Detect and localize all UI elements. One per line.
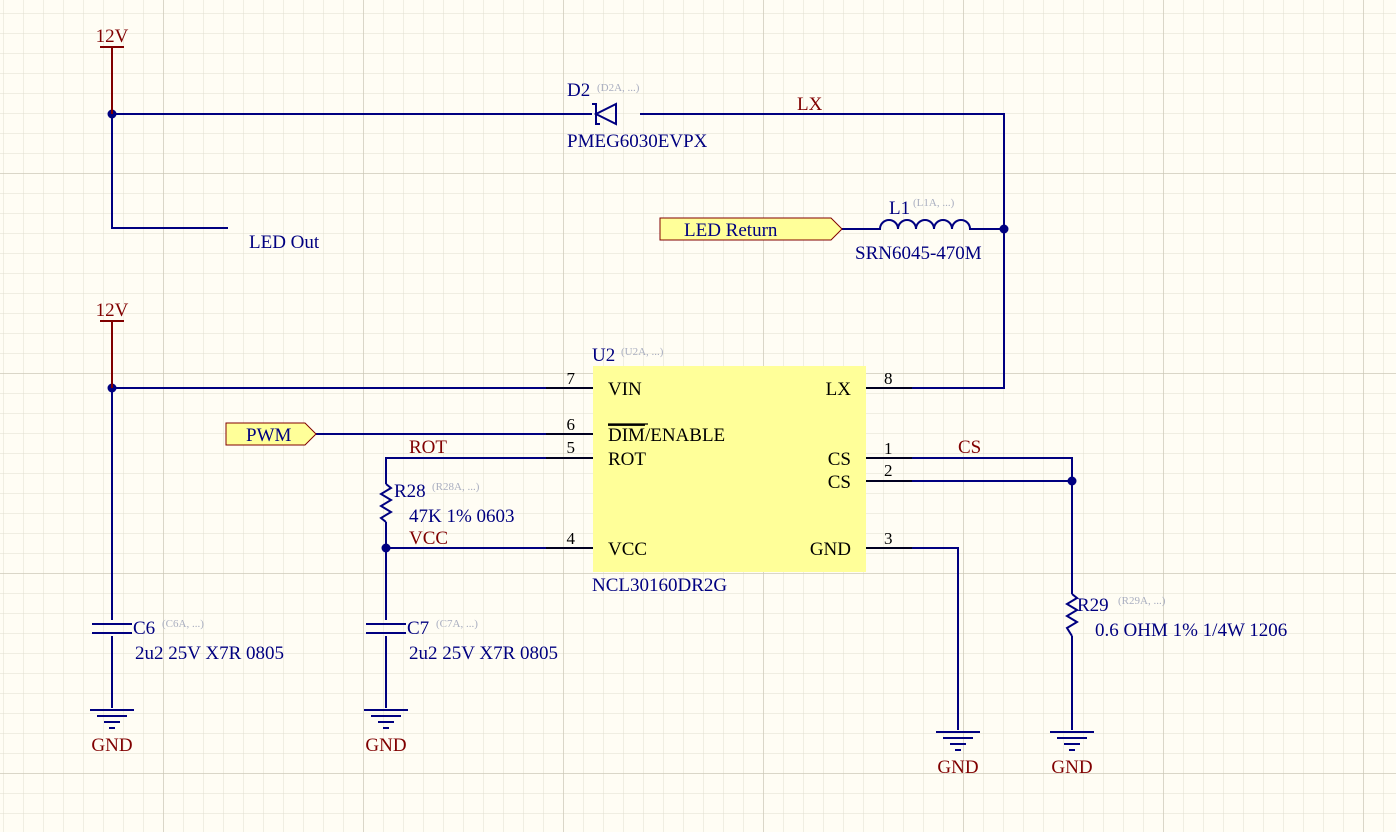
- net-label-vcc: VCC: [409, 528, 448, 549]
- net-label-cs: CS: [958, 437, 981, 458]
- pin-name-dim-enable: DIM/ENABLE: [608, 425, 725, 446]
- ic-u2[interactable]: U2 (U2A, ...) NCL30160DR2G 7 6 5 4 8 1 2…: [546, 345, 912, 596]
- inductor-l1[interactable]: L1 (L1A, ...) SRN6045-470M: [855, 197, 982, 264]
- capacitor-c7[interactable]: C7 (C7A, ...) 2u2 25V X7R 0805: [366, 618, 558, 664]
- pin-name-enable: /ENABLE: [645, 425, 725, 446]
- d2-value: PMEG6030EVPX: [567, 131, 708, 152]
- wire-rot[interactable]: [385, 457, 593, 484]
- d2-designator: D2: [567, 80, 590, 101]
- diode-d2[interactable]: D2 (D2A, ...) PMEG6030EVPX: [567, 80, 708, 152]
- r28-value: 47K 1% 0603: [409, 506, 515, 527]
- c6-designator: C6: [133, 618, 155, 639]
- gnd-symbol-r29[interactable]: GND: [1050, 731, 1094, 778]
- junction-dot: [1067, 476, 1077, 486]
- port-label: LED Return: [684, 220, 778, 241]
- capacitor-c6[interactable]: C6 (C6A, ...) 2u2 25V X7R 0805: [92, 618, 284, 664]
- c6-value: 2u2 25V X7R 0805: [135, 643, 284, 664]
- gnd-symbol-c6[interactable]: GND: [90, 709, 134, 756]
- pin-number: 7: [567, 369, 576, 388]
- l1-designator: L1: [889, 198, 910, 219]
- junction-dot: [999, 224, 1009, 234]
- pin-number: 4: [567, 529, 576, 548]
- gnd-label: GND: [91, 735, 132, 756]
- r28-alt: (R28A, ...): [432, 481, 480, 493]
- ic-body: [593, 366, 866, 572]
- resistor-zigzag-icon: [1065, 593, 1079, 637]
- c7-alt: (C7A, ...): [436, 618, 478, 630]
- power-port-12v-mid[interactable]: 12V: [96, 300, 129, 388]
- d2-alt: (D2A, ...): [597, 82, 640, 94]
- net-label-lx: LX: [797, 94, 823, 115]
- r29-alt: (R29A, ...): [1118, 595, 1166, 607]
- pin-number: 3: [884, 529, 893, 548]
- gnd-label: GND: [1051, 757, 1092, 778]
- gnd-symbol-u2[interactable]: GND: [936, 731, 980, 778]
- pin-name-vcc: VCC: [608, 539, 647, 560]
- pin-number: 5: [567, 438, 576, 457]
- power-port-12v-top[interactable]: 12V: [96, 26, 129, 114]
- gnd-label: GND: [937, 757, 978, 778]
- wire-u2-gnd[interactable]: [866, 547, 959, 730]
- pin-name-rot: ROT: [608, 449, 646, 470]
- r29-value: 0.6 OHM 1% 1/4W 1206: [1095, 620, 1287, 641]
- gnd-label: GND: [365, 735, 406, 756]
- c6-alt: (C6A, ...): [162, 618, 204, 630]
- pin-number: 8: [884, 369, 893, 388]
- l1-value: SRN6045-470M: [855, 243, 982, 264]
- wire-led-out[interactable]: [111, 114, 228, 229]
- net-label-led-out: LED Out: [249, 232, 320, 253]
- u2-alt: (U2A, ...): [621, 346, 664, 358]
- c7-value: 2u2 25V X7R 0805: [409, 643, 558, 664]
- pin-number: 1: [884, 439, 893, 458]
- u2-value: NCL30160DR2G: [592, 575, 727, 596]
- net-label-rot: ROT: [409, 437, 447, 458]
- inductor-coil-icon: [874, 219, 982, 230]
- port-label: PWM: [246, 425, 292, 446]
- wire-lx-net[interactable]: [640, 113, 1005, 389]
- resistor-r28[interactable]: R28 (R28A, ...) 47K 1% 0603: [379, 481, 515, 527]
- wire-cs1[interactable]: [866, 457, 1073, 594]
- pin-number: 2: [884, 461, 893, 480]
- u2-designator: U2: [592, 345, 615, 366]
- c7-designator: C7: [407, 618, 429, 639]
- pin-name-lx: LX: [826, 379, 852, 400]
- l1-alt: (L1A, ...): [913, 197, 955, 209]
- r28-designator: R28: [394, 481, 426, 502]
- pin-name-cs2: CS: [828, 472, 851, 493]
- gnd-symbol-c7[interactable]: GND: [364, 709, 408, 756]
- pin-name-cs1: CS: [828, 449, 851, 470]
- junction-dot: [381, 543, 391, 553]
- diode-symbol-icon: [593, 102, 617, 126]
- junctions: [107, 109, 1077, 553]
- power-label: 12V: [96, 300, 129, 321]
- power-label: 12V: [96, 26, 129, 47]
- schottky-bar-icon: [592, 103, 600, 125]
- pin-name-dim-overline: DIM: [608, 425, 645, 446]
- wires: [111, 113, 1073, 730]
- pin-name-gnd: GND: [810, 539, 851, 560]
- pin-number: 6: [567, 415, 576, 434]
- resistor-r29[interactable]: R29 (R29A, ...) 0.6 OHM 1% 1/4W 1206: [1065, 593, 1287, 641]
- r29-designator: R29: [1077, 595, 1109, 616]
- resistor-zigzag-icon: [379, 483, 393, 523]
- pin-name-vin: VIN: [608, 379, 642, 400]
- port-pwm[interactable]: PWM: [225, 422, 317, 446]
- port-led-return[interactable]: LED Return: [659, 217, 843, 241]
